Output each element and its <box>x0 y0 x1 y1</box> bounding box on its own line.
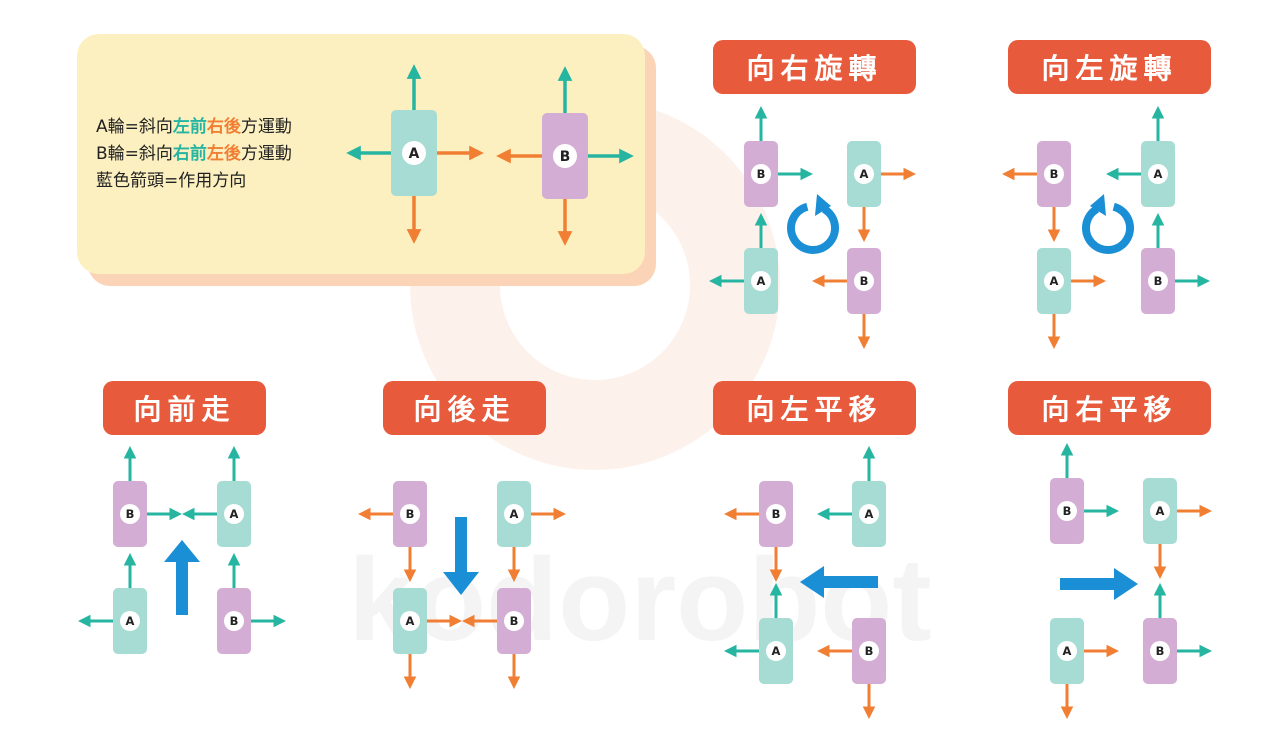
rl-front-left: B <box>1037 141 1071 207</box>
legend-b-post: 方運動 <box>240 144 292 164</box>
legend-line-a: A輪=斜向左前右後方運動 <box>96 114 292 141</box>
sr-rear-left: A <box>1050 618 1084 684</box>
fw-rear-right: B <box>217 588 251 654</box>
wheel-letter: A <box>1063 644 1072 658</box>
sl-rear-right: B <box>852 618 886 684</box>
wheel-letter: A <box>230 507 239 521</box>
rr-front-right: A <box>847 141 881 207</box>
action-arrow-backward <box>443 517 479 595</box>
sr-front-left: B <box>1050 478 1084 544</box>
wheel-letter: A <box>865 507 874 521</box>
action-arrow-forward <box>164 540 200 615</box>
legend-b-front: 右前 <box>172 144 207 164</box>
wheel-letter: A <box>860 167 869 181</box>
wheel-letter: A <box>409 146 420 162</box>
rr-rear-right: B <box>847 248 881 314</box>
legend-a-front: 左前 <box>172 117 207 137</box>
wheel-letter: A <box>757 274 766 288</box>
wheel-letter: B <box>230 614 239 628</box>
legend-b-pre: B輪=斜向 <box>96 144 173 164</box>
wheel-letter: A <box>510 507 519 521</box>
sl-front-left: B <box>759 481 793 547</box>
rl-rear-right: B <box>1141 248 1175 314</box>
title-rotate-right: 向右旋轉 <box>713 40 916 94</box>
bw-rear-right: B <box>497 588 531 654</box>
legend-a-back: 右後 <box>206 117 241 137</box>
wheel-letter: A <box>406 614 415 628</box>
legend-line-b: B輪=斜向右前左後方運動 <box>96 141 292 168</box>
watermark-text: kodorobot <box>348 534 931 666</box>
title-backward: 向後走 <box>383 381 546 435</box>
legend-wheel-b: B <box>542 113 588 199</box>
rl-front-right: A <box>1141 141 1175 207</box>
rl-rear-left: A <box>1037 248 1071 314</box>
wheel-letter: B <box>865 644 874 658</box>
sl-front-right: A <box>852 481 886 547</box>
wheel-letter: B <box>757 167 766 181</box>
title-forward: 向前走 <box>103 381 266 435</box>
wheel-letter: B <box>406 507 415 521</box>
wheel-letter: B <box>1063 504 1072 518</box>
wheel-letter: B <box>1050 167 1059 181</box>
rotate-clockwise-icon <box>787 194 839 254</box>
bw-front-left: B <box>393 481 427 547</box>
fw-front-left: B <box>113 481 147 547</box>
wheel-letter: A <box>772 644 781 658</box>
legend-b-back: 左後 <box>206 144 241 164</box>
sl-rear-left: A <box>759 618 793 684</box>
wheel-letter: A <box>1050 274 1059 288</box>
wheel-letter: B <box>560 149 571 165</box>
wheel-letter: B <box>510 614 519 628</box>
title-strafe-right: 向右平移 <box>1008 381 1211 435</box>
legend-a-pre: A輪=斜向 <box>96 117 173 137</box>
legend-wheel-a: A <box>391 110 437 196</box>
wheel-letter: A <box>126 614 135 628</box>
rr-front-left: B <box>744 141 778 207</box>
sr-rear-right: B <box>1143 618 1177 684</box>
wheel-letter: B <box>772 507 781 521</box>
wheel-letter: B <box>860 274 869 288</box>
bw-rear-left: A <box>393 588 427 654</box>
bw-front-right: A <box>497 481 531 547</box>
fw-rear-left: A <box>113 588 147 654</box>
fw-front-right: A <box>217 481 251 547</box>
wheel-letter: B <box>1154 274 1163 288</box>
title-rotate-left: 向左旋轉 <box>1008 40 1211 94</box>
rr-rear-left: A <box>744 248 778 314</box>
rotate-counterclockwise-icon <box>1082 194 1134 254</box>
wheel-letter: B <box>126 507 135 521</box>
wheel-letter: B <box>1156 644 1165 658</box>
sr-front-right: A <box>1143 478 1177 544</box>
wheel-letter: A <box>1154 167 1163 181</box>
title-strafe-left: 向左平移 <box>713 381 916 435</box>
legend-a-post: 方運動 <box>240 117 292 137</box>
wheel-letter: A <box>1156 504 1165 518</box>
action-arrow-right <box>1060 568 1138 600</box>
legend-text: A輪=斜向左前右後方運動 B輪=斜向右前左後方運動 藍色箭頭=作用方向 <box>96 114 292 195</box>
action-arrow-left <box>800 566 878 598</box>
legend-line-blue: 藍色箭頭=作用方向 <box>96 171 247 191</box>
